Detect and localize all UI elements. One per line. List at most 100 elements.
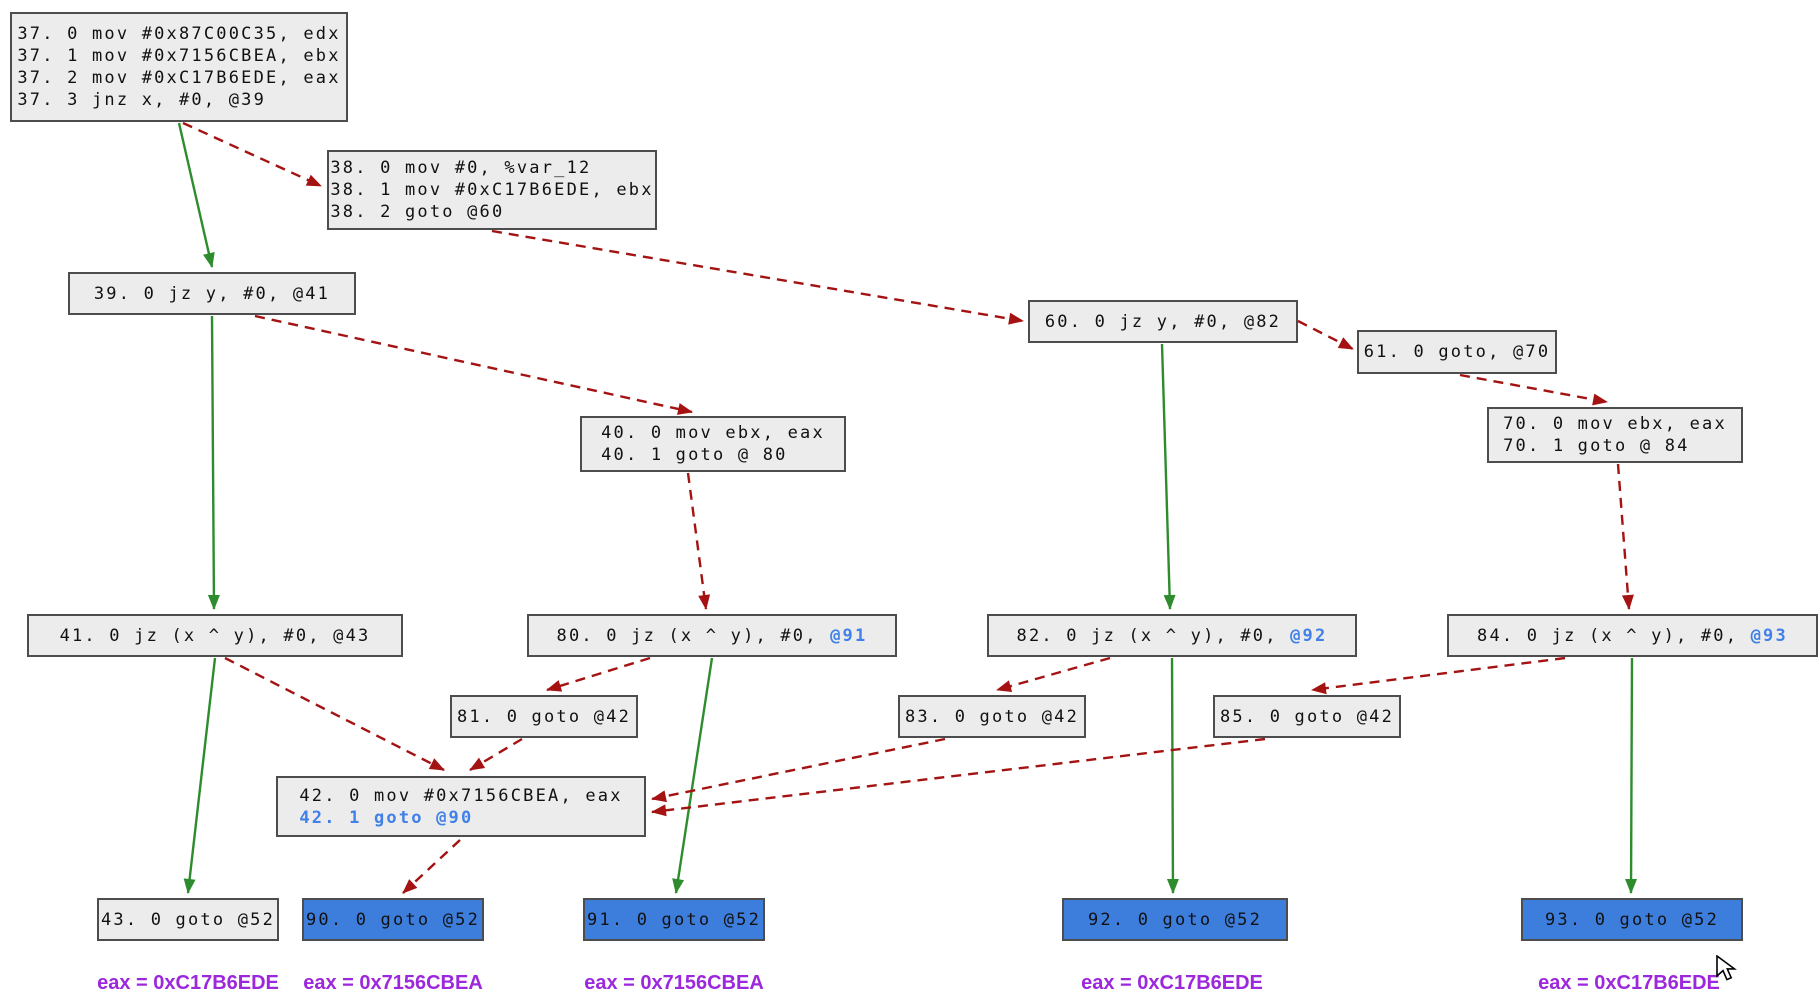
instruction-text: 81. 0 goto @42 [456,706,632,727]
node-82[interactable]: 82. 0 jz (x ^ y), #0, @92 [987,614,1357,657]
instruction-text: 92. 0 goto @52 [1087,909,1263,930]
jump-target-link[interactable]: @92 [1290,625,1328,646]
node-38-line-0: 38. 0 mov #0, %var_12 [330,157,653,179]
instruction-text: 85. 0 goto @42 [1219,706,1395,727]
node-61-line-0: 61. 0 goto, @70 [1364,341,1551,363]
instruction-text: 82. 0 jz (x ^ y), #0, [1016,625,1291,646]
edge-37-to-38 [182,121,322,188]
instruction-text: 70. 0 mov ebx, eax [1503,414,1727,434]
edge-40-to-80 [686,472,711,610]
eax-value-label: eax = 0x7156CBEA [303,972,483,994]
edge-42-to-90 [402,839,461,894]
instruction-text: 93. 0 goto @52 [1544,909,1720,930]
node-91[interactable]: 91. 0 goto @52 [583,898,765,941]
edge-81-to-42 [469,737,523,772]
edge-85-to-42 [651,737,1266,817]
node-60[interactable]: 60. 0 jz y, #0, @82 [1028,300,1298,343]
node-37-line-2: 37. 2 mov #0xC17B6EDE, eax [17,67,340,89]
node-42-line-0: 42. 0 mov #0x7156CBEA, eax [299,785,622,807]
edge-41-to-42 [224,656,445,772]
instruction-text: 40. 0 mov ebx, eax [601,423,825,443]
eax-value-label: eax = 0xC17B6EDE [1538,972,1720,994]
node-93-line-0: 93. 0 goto @52 [1545,909,1719,931]
node-85[interactable]: 85. 0 goto @42 [1213,695,1401,738]
eax-value-label: eax = 0xC17B6EDE [97,972,279,994]
eax-value-label: eax = 0xC17B6EDE [1081,972,1263,994]
node-84[interactable]: 84. 0 jz (x ^ y), #0, @93 [1447,614,1818,657]
instruction-text: 83. 0 goto @42 [904,706,1080,727]
jump-target-link[interactable]: @91 [830,625,868,646]
node-41-line-0: 41. 0 jz (x ^ y), #0, @43 [60,625,371,647]
edge-39-to-41 [207,315,220,610]
node-60-line-0: 60. 0 jz y, #0, @82 [1045,311,1281,333]
node-90[interactable]: 90. 0 goto @52 [302,898,484,941]
node-82-line-0: 82. 0 jz (x ^ y), #0, @92 [1017,625,1328,647]
node-81[interactable]: 81. 0 goto @42 [450,695,638,738]
node-80[interactable]: 80. 0 jz (x ^ y), #0, @91 [527,614,897,657]
edge-39-to-40 [254,314,693,415]
edge-60-to-82 [1160,343,1176,610]
node-61[interactable]: 61. 0 goto, @70 [1357,330,1557,374]
instruction-text: 61. 0 goto, @70 [1363,342,1551,362]
node-43[interactable]: 43. 0 goto @52 [97,898,279,941]
node-37-line-1: 37. 1 mov #0x7156CBEA, ebx [17,45,340,67]
jump-target-link[interactable]: @93 [1750,625,1788,646]
edge-61-to-70 [1459,373,1608,406]
instruction-text: 70. 1 goto @ 84 [1503,436,1690,456]
node-70-line-1: 70. 1 goto @ 84 [1503,435,1727,457]
node-38-line-1: 38. 1 mov #0xC17B6EDE, ebx [330,179,653,201]
node-37-line-0: 37. 0 mov #0x87C00C35, edx [17,23,340,45]
instruction-text: 37. 3 jnz x, #0, @39 [17,90,267,110]
node-80-line-0: 80. 0 jz (x ^ y), #0, @91 [557,625,868,647]
instruction-text: 60. 0 jz y, #0, @82 [1044,311,1282,332]
node-40-line-0: 40. 0 mov ebx, eax [601,422,825,444]
edge-38-to-60 [491,229,1024,325]
instruction-text: 84. 0 jz (x ^ y), #0, [1477,625,1751,646]
edge-41-to-43 [183,657,217,894]
node-91-line-0: 91. 0 goto @52 [587,909,761,931]
instruction-text: 91. 0 goto @52 [586,909,762,930]
jump-target-link[interactable]: 42. 1 goto @90 [299,807,474,828]
instruction-text: 90. 0 goto @52 [305,909,481,930]
node-37-line-3: 37. 3 jnz x, #0, @39 [17,89,340,111]
node-83-line-0: 83. 0 goto @42 [905,706,1079,728]
edge-84-to-93 [1625,657,1638,894]
node-43-line-0: 43. 0 goto @52 [101,909,275,931]
edge-84-to-85 [1311,656,1566,695]
instruction-text: 40. 1 goto @ 80 [601,445,788,465]
node-85-line-0: 85. 0 goto @42 [1220,706,1394,728]
edge-70-to-84 [1616,463,1634,610]
node-93[interactable]: 93. 0 goto @52 [1521,898,1743,941]
node-81-line-0: 81. 0 goto @42 [457,706,631,728]
instruction-text: 38. 2 goto @60 [330,202,505,222]
instruction-text: 38. 0 mov #0, %var_12 [330,158,592,178]
eax-value-label: eax = 0x7156CBEA [584,972,764,994]
instruction-text: 38. 1 mov #0xC17B6EDE, ebx [330,180,654,200]
instruction-text: 80. 0 jz (x ^ y), #0, [556,625,831,646]
edge-60-to-61 [1297,319,1354,351]
node-92[interactable]: 92. 0 goto @52 [1062,898,1288,941]
node-84-line-0: 84. 0 jz (x ^ y), #0, @93 [1477,625,1788,647]
node-39[interactable]: 39. 0 jz y, #0, @41 [68,272,356,315]
instruction-text: 37. 0 mov #0x87C00C35, edx [17,24,341,44]
node-83[interactable]: 83. 0 goto @42 [898,695,1086,738]
node-39-line-0: 39. 0 jz y, #0, @41 [94,283,330,305]
node-70-line-0: 70. 0 mov ebx, eax [1503,413,1727,435]
instruction-text: 39. 0 jz y, #0, @41 [93,283,331,304]
instruction-text: 37. 1 mov #0x7156CBEA, ebx [17,46,341,66]
instruction-text: 42. 0 mov #0x7156CBEA, eax [299,785,623,806]
node-92-line-0: 92. 0 goto @52 [1088,909,1262,931]
instruction-text: 37. 2 mov #0xC17B6EDE, eax [17,68,341,88]
node-38-line-2: 38. 2 goto @60 [330,201,653,223]
edge-37-to-39 [177,122,215,268]
node-40-line-1: 40. 1 goto @ 80 [601,444,825,466]
node-41[interactable]: 41. 0 jz (x ^ y), #0, @43 [27,614,403,657]
